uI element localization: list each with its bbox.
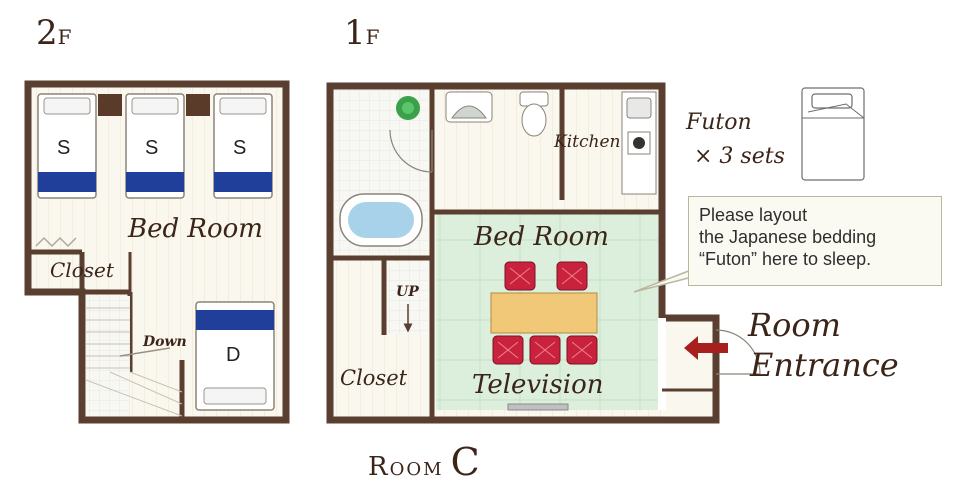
- floor-number: 1: [344, 13, 366, 53]
- stairs-2f: [85, 307, 183, 417]
- room-title-prefix: Room: [368, 452, 444, 482]
- toilet: [519, 91, 549, 137]
- entrance-door-swing: [715, 329, 761, 375]
- kitchen-label: Kitchen: [554, 132, 621, 152]
- cutout-2f: [24, 292, 86, 424]
- nightstand: [186, 94, 210, 116]
- television: [507, 403, 569, 411]
- bed-label: S: [57, 137, 71, 159]
- futon-callout: Please layout the Japanese bedding “Futo…: [688, 196, 942, 286]
- sink: [445, 91, 493, 123]
- futon-note-line2: × 3 sets: [694, 144, 785, 169]
- closet-wall-2f: [28, 249, 130, 295]
- floor-label-2f: 2F: [36, 16, 72, 50]
- plant: [396, 96, 420, 120]
- callout-line: Please layout: [699, 205, 808, 225]
- floor-suffix: F: [57, 25, 72, 49]
- kitchen-counter: [621, 91, 657, 195]
- single-bed: [37, 93, 97, 199]
- stairs-label-down: Down: [143, 334, 187, 350]
- entrance-arrow-icon: [684, 336, 728, 360]
- single-bed: [125, 93, 185, 199]
- floor-label-1f: 1F: [344, 16, 380, 50]
- bed-label: D: [226, 344, 241, 366]
- nightstand: [98, 94, 122, 116]
- entrance-floor: [662, 318, 716, 416]
- closet-label-1f: Closet: [340, 366, 408, 390]
- room-title-letter: C: [450, 440, 482, 484]
- closet-label-2f: Closet: [50, 258, 114, 282]
- entrance-label-line1: Room: [748, 306, 841, 344]
- floor-number: 2: [36, 13, 58, 53]
- room-title: Room C: [368, 440, 482, 484]
- first-floor-plan: [326, 82, 761, 424]
- bed-label: S: [145, 137, 159, 159]
- stairs-label-up: UP: [396, 284, 419, 300]
- bed-label: S: [233, 137, 247, 159]
- single-bed: [213, 93, 273, 199]
- futon-note-line1: Futon: [686, 110, 752, 135]
- bedroom-label-1f: Bed Room: [474, 222, 609, 252]
- callout-line: the Japanese bedding: [699, 227, 877, 247]
- bathtub: [339, 193, 423, 247]
- low-table: [490, 292, 598, 334]
- entrance-label-line2: Entrance: [750, 346, 899, 384]
- walls-1f: [326, 82, 720, 424]
- callout-line: “Futon” here to sleep.: [699, 249, 872, 269]
- futon-illustration: [801, 87, 865, 181]
- floor-suffix: F: [365, 25, 380, 49]
- bedroom-label-2f: Bed Room: [128, 214, 263, 244]
- double-bed: [195, 301, 275, 411]
- bath-door-swing: [389, 129, 433, 173]
- television-label: Television: [472, 370, 604, 400]
- decorative-mark: [35, 236, 77, 248]
- second-floor-plan: [24, 80, 290, 424]
